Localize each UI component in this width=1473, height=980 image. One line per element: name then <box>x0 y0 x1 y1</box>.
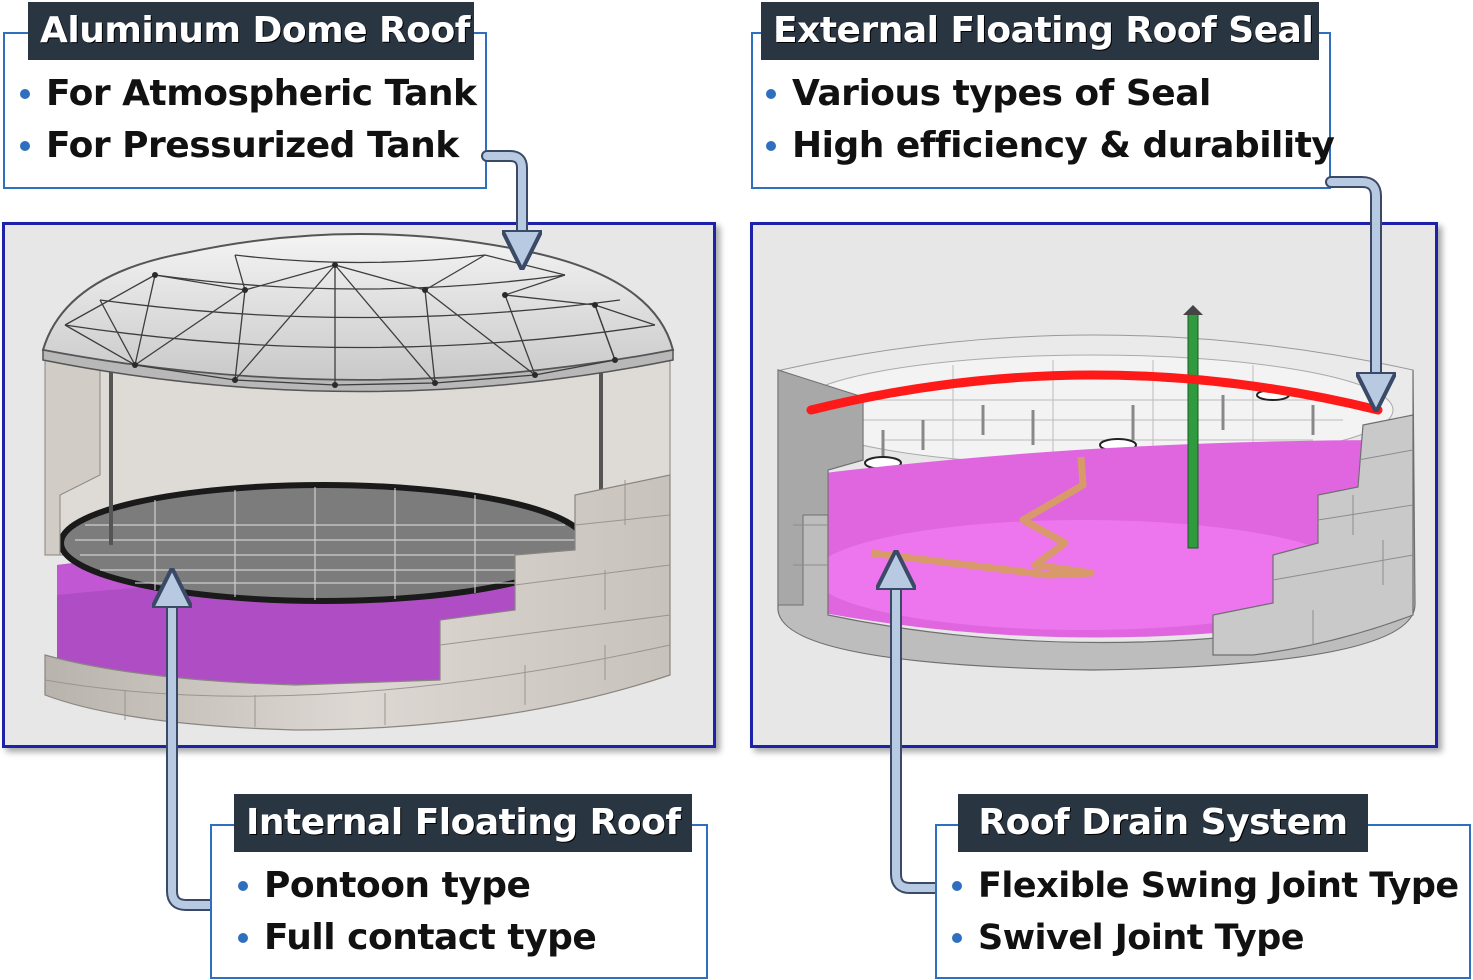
list-item: Full contact type <box>232 912 597 964</box>
bullet-dot-icon <box>238 881 248 891</box>
list-item: Pontoon type <box>232 860 596 912</box>
bullet-dot-icon <box>238 933 248 943</box>
list-item: For Pressurized Tank <box>14 120 476 172</box>
callout-roof-seal-list: Various types of Seal High efficiency & … <box>760 68 1335 172</box>
callout-roof-drain-list: Flexible Swing Joint Type Swivel Joint T… <box>946 860 1459 964</box>
aluminum-dome-roof <box>41 233 675 381</box>
gauge-pole <box>1187 312 1199 549</box>
bullet-dot-icon <box>20 89 30 99</box>
list-item: For Atmospheric Tank <box>14 68 477 120</box>
bullet-dot-icon <box>766 89 776 99</box>
roof-drain-pipe <box>870 456 1095 579</box>
tank-shell-wall <box>44 474 671 731</box>
floating-roof-seal <box>806 370 1383 415</box>
floating-roof-tank-panel <box>750 222 1438 748</box>
list-item: Swivel Joint Type <box>946 912 1459 964</box>
callout-roof-drain-title: Roof Drain System <box>958 794 1368 852</box>
callout-roof-seal-title: External Floating Roof Seal <box>761 2 1319 60</box>
callout-dome-roof-list: For Atmospheric Tank For Pressurized Tan… <box>14 68 477 172</box>
bullet-dot-icon <box>766 141 776 151</box>
list-item: High efficiency & durability <box>760 120 1335 172</box>
callout-internal-floating-roof-title: Internal Floating Roof <box>234 794 692 852</box>
callout-dome-roof-title: Aluminum Dome Roof <box>28 2 474 60</box>
dome-roof-tank-illustration <box>41 233 675 731</box>
bullet-dot-icon <box>952 933 962 943</box>
bullet-dot-icon <box>20 141 30 151</box>
floating-roof-tank-illustration <box>777 305 1416 671</box>
dome-roof-tank-panel <box>2 222 716 748</box>
callout-internal-floating-roof-list: Pontoon type Full contact type <box>232 860 597 964</box>
bullet-dot-icon <box>952 881 962 891</box>
list-item: Flexible Swing Joint Type <box>946 860 1459 912</box>
list-item: Various types of Seal <box>760 68 1334 120</box>
